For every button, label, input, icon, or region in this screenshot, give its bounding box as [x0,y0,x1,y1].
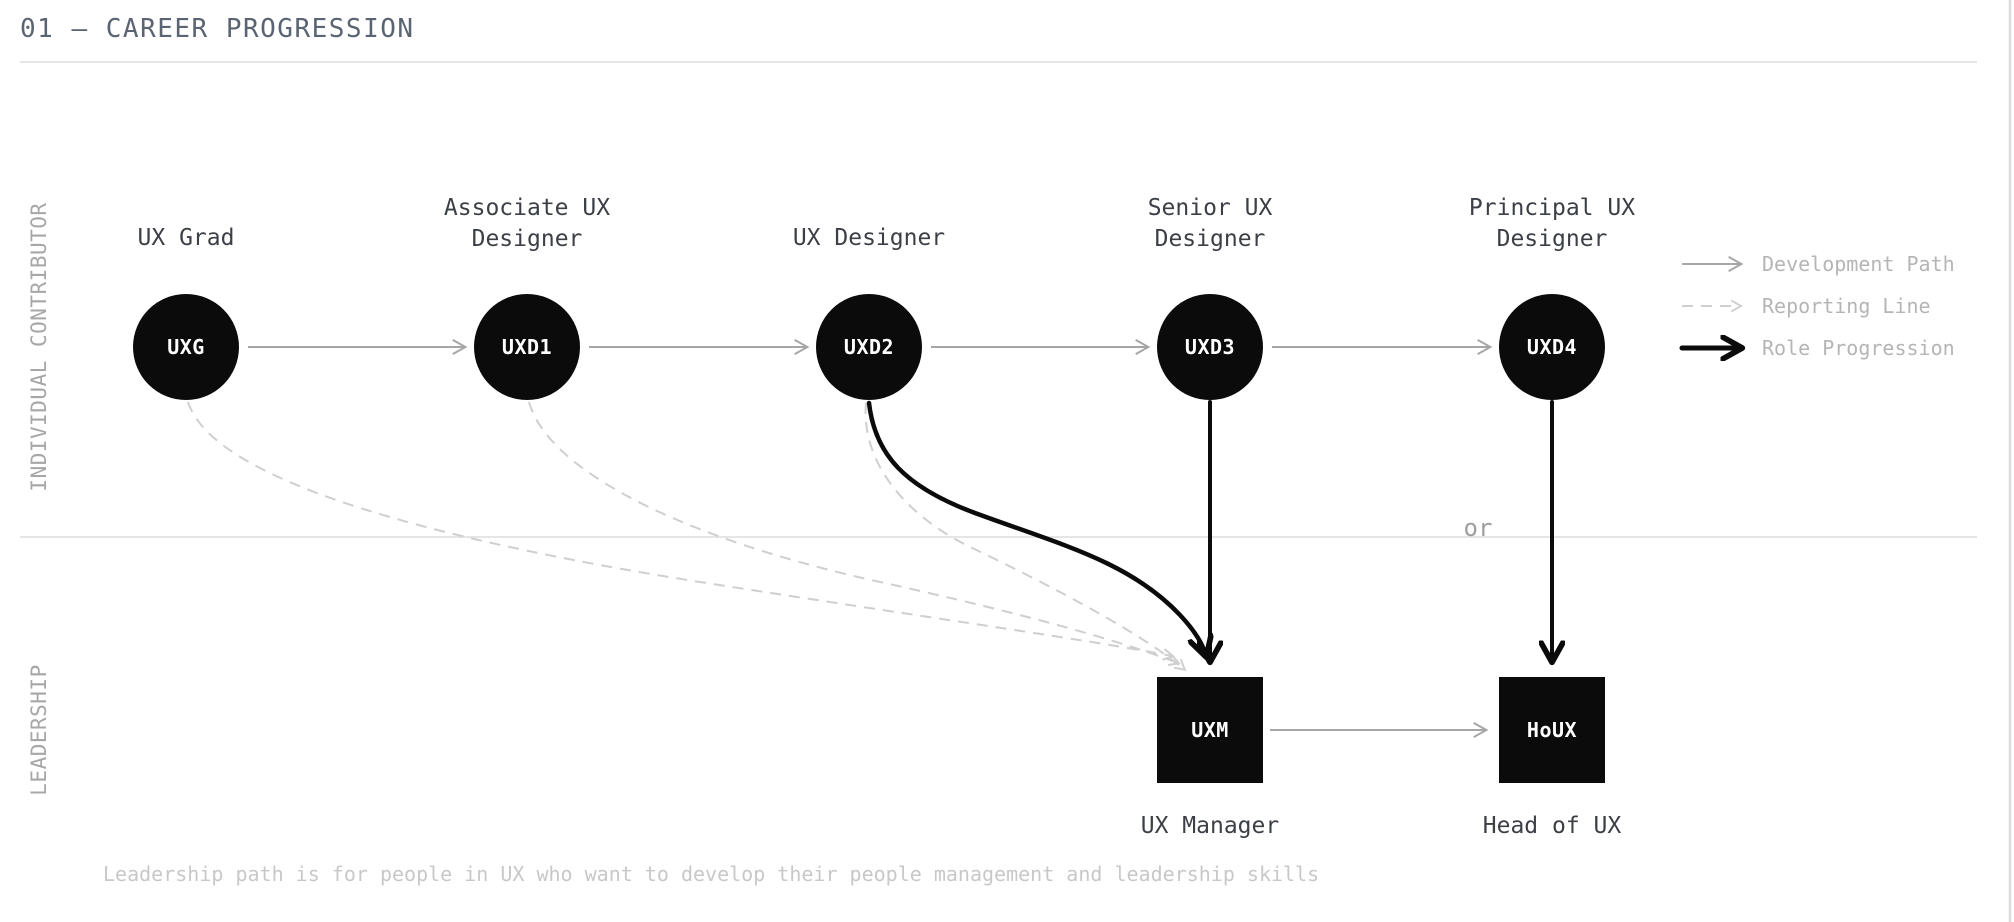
development-paths [248,339,1493,738]
node-circle-uxd2 [816,294,922,400]
role-progression-uxd2-to-uxm [866,400,1205,653]
legend-reporting-line-label: Reporting Line [1762,294,1931,318]
reporting-line-uxd1-to-uxm [528,401,1181,666]
node-badge: HoUX [1527,718,1577,742]
section-label-individual-contributor: INDIVIDUAL CONTRIBUTOR [27,202,51,491]
leadership-node-uxm: UXM UX Manager [1141,677,1279,839]
node-title: UX Manager [1141,813,1279,839]
node-title: Head of UX [1483,813,1622,839]
reporting-line-uxg-to-uxm [187,401,1176,661]
node-circle-uxd3 [1157,294,1263,400]
legend-role-progression-label: Role Progression [1762,336,1955,360]
node-title-line2: Designer [472,226,583,252]
section-label-leadership: LEADERSHIP [27,664,51,795]
node-badge: UXD2 [844,335,894,359]
leadership-node-houx: HoUX Head of UX [1483,677,1622,839]
legend-development-path-label: Development Path [1762,252,1955,276]
node-badge: UXD4 [1527,335,1577,359]
node-title: UX Designer [793,225,945,251]
ic-node-uxd3: Senior UX Designer UXD3 [1148,195,1273,400]
node-title: UX Grad [138,225,235,251]
node-title-line1: Senior UX [1148,195,1273,221]
node-badge: UXD1 [502,335,552,359]
legend: Development Path Reporting Line Role Pro… [1679,252,1955,360]
node-square-houx [1499,677,1605,783]
node-circle-uxd4 [1499,294,1605,400]
reporting-lines [187,401,1187,671]
node-badge: UXG [167,335,205,359]
ic-node-uxd4: Principal UX Designer UXD4 [1469,195,1635,400]
node-badge: UXD3 [1185,335,1235,359]
node-square-uxm [1157,677,1263,783]
node-title-line1: Associate UX [444,195,610,221]
node-title-line2: Designer [1497,226,1608,252]
ic-node-uxg: UX Grad UXG [133,225,239,400]
page-title: 01 — CAREER PROGRESSION [20,14,415,44]
leadership-footnote: Leadership path is for people in UX who … [103,862,1319,886]
or-label: or [1464,514,1493,542]
role-progression-arrows [866,400,1552,658]
node-circle-uxg [133,294,239,400]
ic-node-uxd2: UX Designer UXD2 [793,225,945,400]
node-title-line1: Principal UX [1469,195,1635,221]
node-badge: UXM [1191,718,1229,742]
node-circle-uxd1 [474,294,580,400]
node-title-line2: Designer [1155,226,1266,252]
ic-node-uxd1: Associate UX Designer UXD1 [444,195,610,400]
